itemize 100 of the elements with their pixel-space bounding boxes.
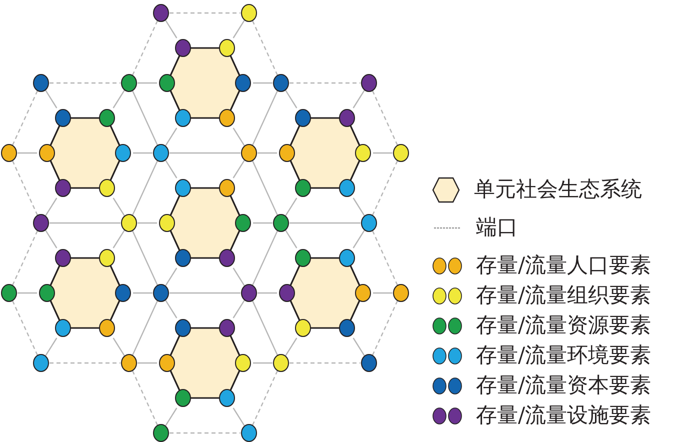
- legend-label: 存量/流量设施要素: [476, 403, 652, 429]
- port-line: [170, 152, 240, 154]
- port-line: [258, 152, 277, 154]
- port-line: [138, 82, 157, 84]
- port-dot: [33, 74, 49, 92]
- port-dot: [393, 284, 409, 302]
- port-line: [285, 198, 298, 216]
- port-line: [258, 292, 277, 294]
- port-line: [45, 90, 58, 108]
- port-dot: [153, 424, 169, 442]
- hexagon-system: [37, 248, 133, 338]
- dashed-port-line: [290, 82, 360, 84]
- hexagon-system: [157, 38, 253, 128]
- port-line: [290, 222, 360, 224]
- port-line: [165, 300, 178, 318]
- dashed-port-line: [252, 370, 278, 426]
- port-line: [352, 198, 365, 216]
- port-line: [232, 20, 245, 38]
- port-line: [232, 160, 245, 178]
- port-line: [252, 230, 278, 286]
- port-line: [165, 160, 178, 178]
- dashed-port-line: [170, 12, 240, 14]
- port-line: [138, 362, 157, 364]
- port-line: [132, 90, 158, 146]
- port-line: [165, 20, 178, 38]
- port-dot: [33, 214, 49, 232]
- hexagon-system: [37, 108, 133, 198]
- legend-label: 存量/流量资本要素: [476, 373, 652, 399]
- port-line: [352, 338, 365, 356]
- port-dot: [361, 74, 377, 92]
- legend-label: 存量/流量人口要素: [476, 253, 652, 279]
- dashed-port-line: [132, 370, 158, 426]
- dashed-port-line: [372, 90, 398, 146]
- dashed-port-line: [372, 160, 398, 216]
- port-dot: [1, 144, 17, 162]
- hexagon-system: [277, 248, 373, 338]
- legend-label: 端口: [476, 215, 518, 241]
- port-dot: [241, 144, 257, 162]
- port-line: [18, 152, 37, 154]
- port-dot: [153, 284, 169, 302]
- port-line: [253, 222, 272, 224]
- port-line: [112, 90, 125, 108]
- dashed-port-line: [50, 82, 120, 84]
- port-line: [253, 362, 272, 364]
- port-line: [112, 230, 125, 248]
- port-dot: [121, 354, 137, 372]
- dashed-port-line: [12, 90, 38, 146]
- port-line: [138, 222, 157, 224]
- port-line: [232, 268, 245, 286]
- port-line: [285, 230, 298, 248]
- dashed-port-line: [132, 20, 158, 76]
- port-dot: [273, 74, 289, 92]
- port-dot: [241, 284, 257, 302]
- legend-label: 存量/流量环境要素: [476, 343, 652, 369]
- dashed-port-line: [170, 432, 240, 434]
- port-dot: [1, 284, 17, 302]
- port-line: [165, 268, 178, 286]
- port-line: [252, 90, 278, 146]
- hexagon-system: [157, 178, 253, 268]
- port-dot: [121, 74, 137, 92]
- port-line: [45, 230, 58, 248]
- port-line: [232, 408, 245, 426]
- port-line: [232, 128, 245, 146]
- port-line: [50, 222, 120, 224]
- port-line: [45, 198, 58, 216]
- legend-label: 存量/流量资源要素: [476, 313, 652, 339]
- port-line: [132, 160, 158, 216]
- hexagon-system: [277, 108, 373, 198]
- port-line: [373, 152, 392, 154]
- dashed-port-line: [12, 160, 38, 216]
- dashed-port-line: [50, 362, 120, 364]
- port-dot: [361, 354, 377, 372]
- hexagon-system: [157, 318, 253, 408]
- port-dot: [153, 144, 169, 162]
- dashed-port-line: [290, 362, 360, 364]
- port-line: [373, 292, 392, 294]
- port-line: [285, 90, 298, 108]
- port-dot: [361, 214, 377, 232]
- dashed-port-line: [252, 20, 278, 76]
- port-line: [132, 230, 158, 286]
- port-line: [252, 160, 278, 216]
- port-line: [252, 300, 278, 356]
- legend-label: 单元社会生态系统: [474, 177, 642, 203]
- port-line: [133, 152, 152, 154]
- port-dot: [273, 354, 289, 372]
- port-line: [232, 300, 245, 318]
- dashed-port-line: [372, 230, 398, 286]
- port-dot: [241, 4, 257, 22]
- port-line: [285, 338, 298, 356]
- port-line: [352, 230, 365, 248]
- dashed-port-line: [372, 300, 398, 356]
- port-line: [18, 292, 37, 294]
- dashed-port-line: [12, 300, 38, 356]
- port-dot: [153, 4, 169, 22]
- port-dot: [241, 424, 257, 442]
- port-dot: [33, 354, 49, 372]
- port-line: [352, 90, 365, 108]
- port-dot: [121, 214, 137, 232]
- port-line: [112, 338, 125, 356]
- port-line: [170, 292, 240, 294]
